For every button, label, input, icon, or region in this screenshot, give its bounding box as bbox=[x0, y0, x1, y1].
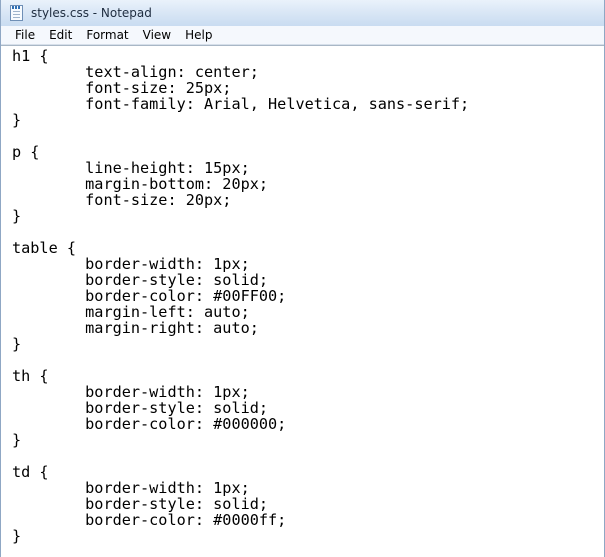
notepad-icon[interactable] bbox=[10, 5, 23, 21]
menu-edit[interactable]: Edit bbox=[49, 28, 73, 42]
menu-file[interactable]: File bbox=[15, 28, 36, 42]
window-title: styles.css - Notepad bbox=[31, 6, 152, 20]
menu-bar: File Edit Format View Help bbox=[1, 26, 604, 45]
menu-format[interactable]: Format bbox=[86, 28, 129, 42]
menu-view[interactable]: View bbox=[142, 28, 172, 42]
menu-help[interactable]: Help bbox=[185, 28, 213, 42]
text-editor[interactable]: h1 { text-align: center; font-size: 25px… bbox=[1, 45, 604, 557]
editor-content[interactable]: h1 { text-align: center; font-size: 25px… bbox=[12, 47, 470, 545]
title-bar[interactable]: styles.css - Notepad bbox=[1, 0, 604, 26]
